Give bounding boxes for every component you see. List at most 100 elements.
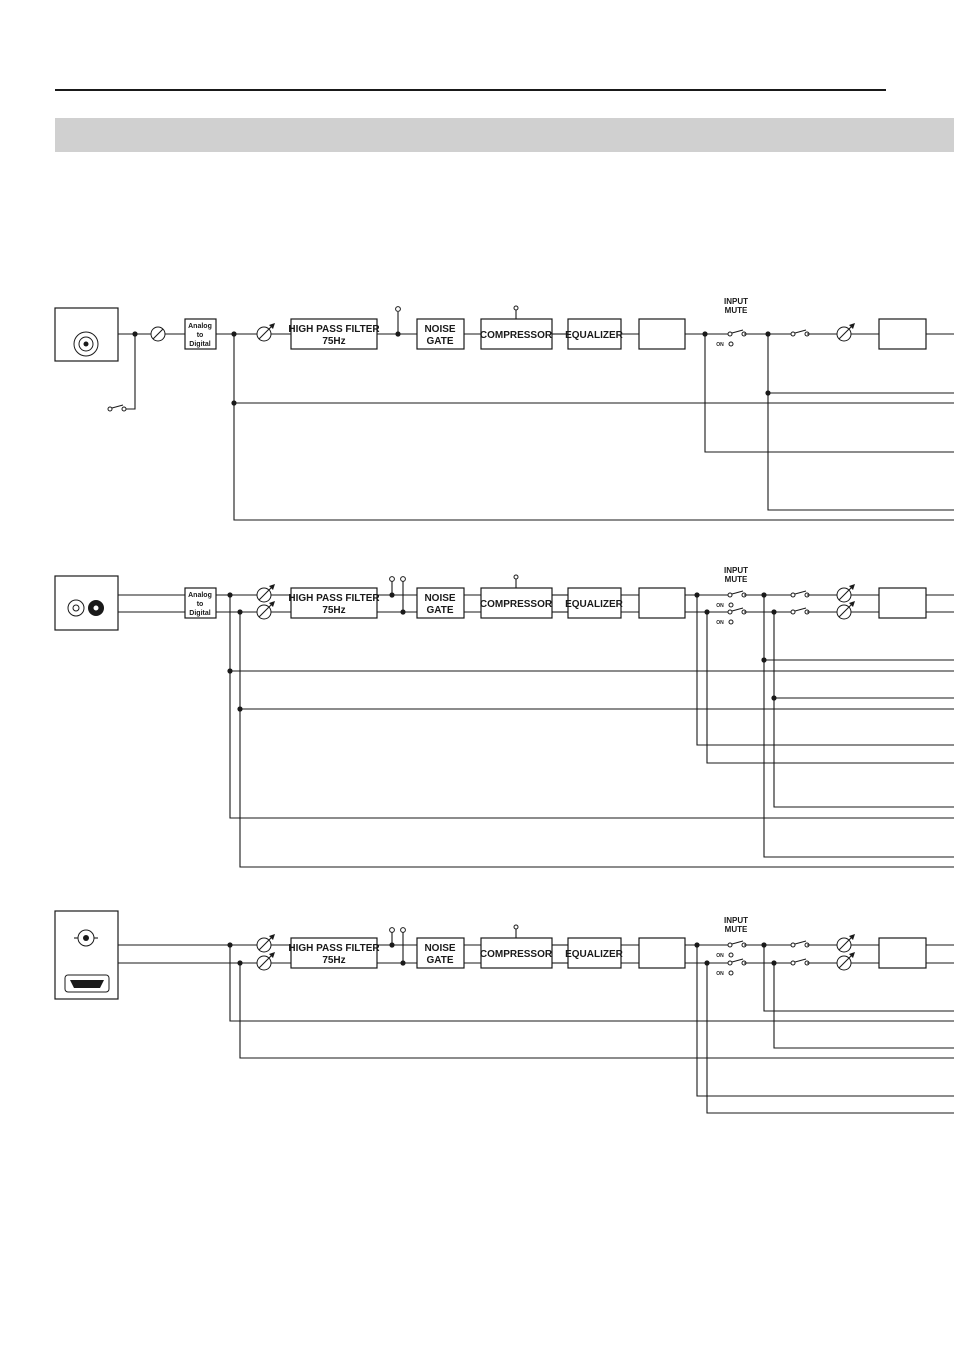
wire <box>696 595 954 746</box>
wire <box>767 334 954 511</box>
knob-slash <box>258 606 270 618</box>
terminal <box>727 960 733 966</box>
equalizer-box <box>567 937 622 969</box>
gate-label: NOISE <box>424 324 455 335</box>
terminal <box>107 406 113 412</box>
knob-slash <box>258 957 270 969</box>
on-label: ON <box>716 342 724 348</box>
terminal <box>728 341 734 347</box>
terminal <box>395 306 401 312</box>
header-rule <box>55 89 886 91</box>
adc-label: Analog <box>188 592 212 599</box>
rca-jack-panel <box>54 575 119 631</box>
terminal <box>728 619 734 625</box>
rca-left-pin <box>72 604 80 612</box>
terminal <box>790 592 796 598</box>
wire <box>239 612 954 868</box>
hpf-label: 75Hz <box>322 336 345 347</box>
equalizer-label: EQUALIZER <box>565 599 624 610</box>
compressor-label: COMPRESSOR <box>480 949 553 960</box>
knob-slash <box>152 328 164 340</box>
knob-arrowhead <box>269 601 275 607</box>
on-label: ON <box>716 603 724 609</box>
wire <box>706 612 954 764</box>
knob-arrowhead <box>269 584 275 590</box>
knob-arrowhead <box>849 323 855 329</box>
analog-to-digital-box <box>184 587 217 619</box>
noise-gate-box <box>416 937 465 969</box>
knob-slash <box>258 589 270 601</box>
terminal <box>727 592 733 598</box>
switch-arm <box>111 404 124 409</box>
blank-output-box <box>878 587 927 619</box>
terminal <box>513 574 519 580</box>
gate-label: NOISE <box>424 943 455 954</box>
terminal <box>790 942 796 948</box>
hpf-label: 75Hz <box>322 955 345 966</box>
adc-label: to <box>197 601 204 608</box>
terminal <box>121 406 127 412</box>
switch-arm <box>731 590 744 595</box>
knob-slash <box>838 606 850 618</box>
coax-pin <box>83 935 89 941</box>
terminal <box>400 576 406 582</box>
equalizer-label: EQUALIZER <box>565 330 624 341</box>
wire <box>229 945 954 1022</box>
knob-slash <box>258 939 270 951</box>
compressor-label: COMPRESSOR <box>480 599 553 610</box>
switch-arm <box>794 329 807 334</box>
wire <box>229 595 954 819</box>
mute-label: INPUT <box>724 566 748 575</box>
noise-gate-box <box>416 318 465 350</box>
switch-arm <box>731 958 744 963</box>
noise-gate-box <box>416 587 465 619</box>
wire <box>773 963 954 1049</box>
xlr-combo-jack-icon <box>73 331 99 357</box>
wire <box>706 963 954 1114</box>
switch-arm <box>731 940 744 945</box>
mute-label: MUTE <box>725 575 748 584</box>
compressor-box <box>480 937 553 969</box>
knob-arrowhead <box>849 584 855 590</box>
blank-output-box <box>878 318 927 350</box>
terminal <box>790 609 796 615</box>
terminal <box>790 960 796 966</box>
terminal <box>727 942 733 948</box>
terminal <box>389 927 395 933</box>
mute-label: MUTE <box>725 306 748 315</box>
wire <box>696 945 954 1097</box>
blank-process-box <box>638 587 686 619</box>
switch-arm <box>794 607 807 612</box>
knob-slash <box>838 957 850 969</box>
knob-arrowhead <box>269 952 275 958</box>
knob-slash <box>838 328 850 340</box>
rca-right-pin <box>92 604 100 612</box>
terminal <box>728 970 734 976</box>
wire <box>773 612 954 808</box>
terminal <box>728 602 734 608</box>
terminal <box>727 331 733 337</box>
adc-label: Analog <box>188 323 212 330</box>
wire <box>704 334 954 453</box>
gate-label: GATE <box>426 955 453 966</box>
knob-arrowhead <box>269 323 275 329</box>
analog-to-digital-box <box>184 318 217 350</box>
wire <box>125 334 136 410</box>
terminal <box>513 305 519 311</box>
terminal <box>727 609 733 615</box>
gate-label: GATE <box>426 605 453 616</box>
compressor-label: COMPRESSOR <box>480 330 553 341</box>
switch-arm <box>731 607 744 612</box>
wire <box>763 595 954 858</box>
switch-arm <box>794 940 807 945</box>
section-heading-band <box>55 118 954 152</box>
mute-label: MUTE <box>725 925 748 934</box>
rca-jacks-icon <box>67 599 104 617</box>
wire <box>233 334 954 521</box>
knob-slash <box>838 939 850 951</box>
equalizer-label: EQUALIZER <box>565 949 624 960</box>
gate-label: GATE <box>426 336 453 347</box>
